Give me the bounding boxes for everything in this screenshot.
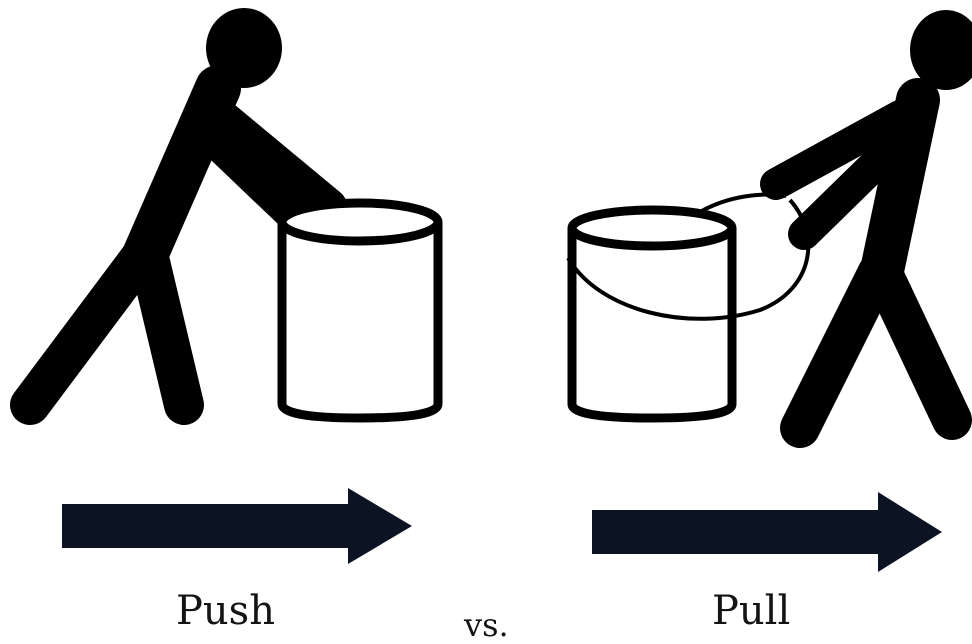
- bucket-with-handle-icon: [568, 195, 808, 418]
- push-label: Push: [176, 588, 275, 634]
- pull-arrow-icon: [592, 492, 942, 572]
- pull-label: Pull: [712, 588, 790, 634]
- pulling-person-icon: [776, 10, 972, 428]
- versus-label: vs.: [464, 606, 509, 644]
- push-arrow-icon: [62, 488, 412, 564]
- bucket-icon: [282, 203, 438, 418]
